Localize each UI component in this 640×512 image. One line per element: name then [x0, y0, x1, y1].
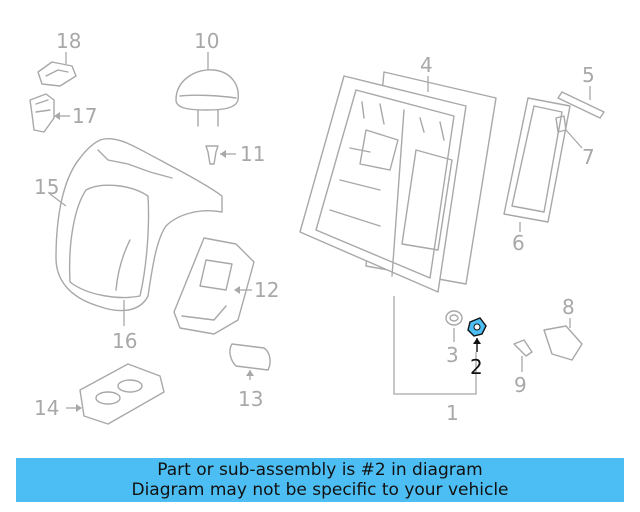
part-7-clip	[555, 115, 583, 149]
banner-line-part: Part or sub-assembly is #2 in diagram	[157, 460, 483, 480]
callout-12: 12	[254, 278, 279, 302]
part-8-bracket	[543, 318, 583, 361]
part-15-seatback-cover	[49, 138, 223, 312]
callout-17: 17	[72, 104, 97, 128]
callout-4: 4	[420, 53, 433, 77]
part-11-clip	[205, 145, 236, 165]
part-2-bolt-highlighted	[467, 317, 487, 352]
callout-11: 11	[240, 142, 265, 166]
callout-9: 9	[514, 373, 527, 397]
callout-5: 5	[582, 63, 595, 87]
part-5-trim-strip	[557, 86, 605, 119]
part-13-pad	[229, 343, 271, 380]
callout-2: 2	[470, 355, 483, 379]
callout-1: 1	[446, 401, 459, 425]
callout-6: 6	[512, 231, 525, 255]
part-18-latch-cover	[37, 52, 77, 87]
callout-16: 16	[112, 329, 137, 353]
part-1-seatback-frame	[299, 75, 467, 293]
parts-diagram: 18 17 10 11 15 16 12	[29, 29, 605, 425]
callout-3: 3	[446, 343, 459, 367]
callout-14: 14	[34, 396, 59, 420]
banner-line-disclaimer: Diagram may not be specific to your vehi…	[131, 480, 509, 500]
part-17-latch	[29, 93, 70, 133]
part-10-headrest	[175, 52, 239, 127]
callout-18: 18	[56, 29, 81, 53]
part-3-grommet	[445, 310, 463, 342]
part-12-armrest-frame	[173, 237, 255, 335]
callout-13: 13	[238, 387, 263, 411]
callout-7: 7	[582, 145, 595, 169]
callout-10: 10	[194, 29, 219, 53]
info-banner: Part or sub-assembly is #2 in diagram Di…	[16, 458, 624, 502]
part-9-hook	[513, 339, 533, 372]
part-6-panel	[503, 97, 571, 232]
callout-15: 15	[34, 175, 59, 199]
part-14-cupholder	[66, 363, 165, 425]
callout-8: 8	[562, 295, 575, 319]
